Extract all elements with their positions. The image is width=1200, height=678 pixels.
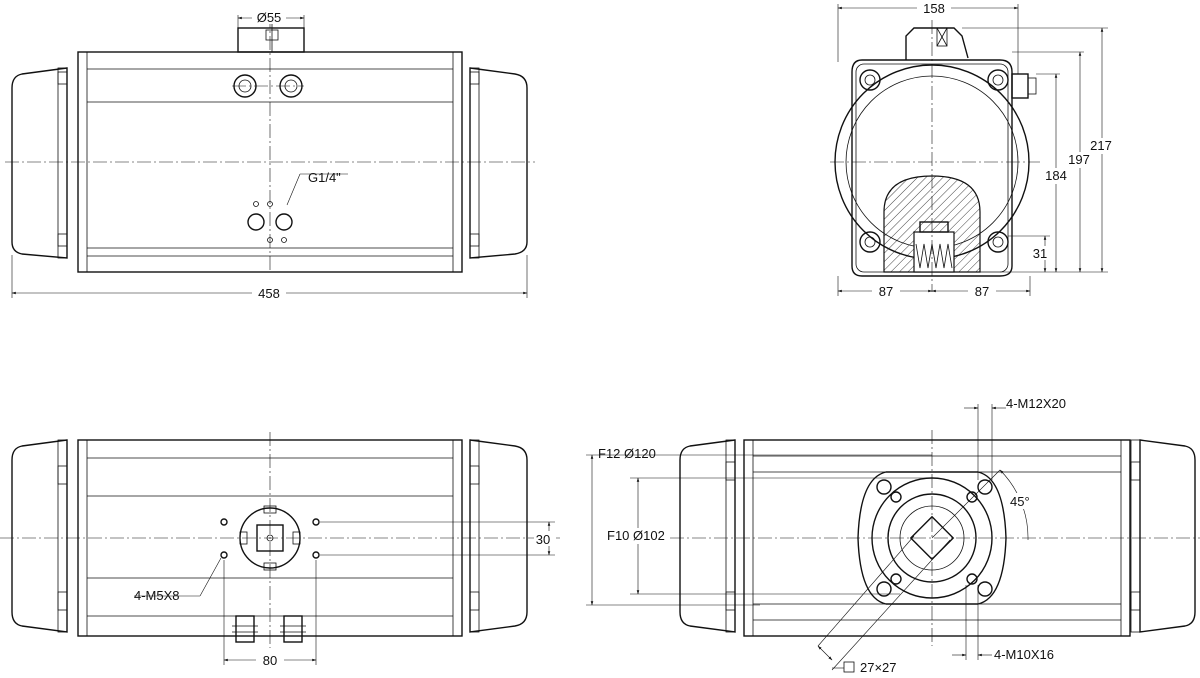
bottom-m10-hole-br: [966, 573, 978, 585]
front-view: 30 80 4-M5X8: [0, 432, 560, 668]
end-view: 158 217 197 184 31 87 87: [830, 0, 1116, 299]
end-side-port: [1011, 73, 1029, 99]
bottom-m10-hole-bl: [890, 573, 902, 585]
end-housing: [851, 59, 1013, 277]
dim-left-87: 87: [879, 284, 893, 299]
left-cap-flange: [57, 67, 68, 259]
port-thread-label: G1/4": [308, 170, 341, 185]
bottom-view: F12 Ø120 F10 Ø102 4-M12X20 4-M10X16 45° …: [586, 396, 1200, 675]
dim-f12: F12 Ø120: [598, 446, 656, 461]
bottom-m12-hole-tr: [977, 479, 993, 495]
front-right-end-cap: [469, 439, 528, 633]
end-bolt-br: [987, 231, 1009, 253]
port-hole-left: [247, 213, 265, 231]
port-hole-right: [275, 213, 293, 231]
bottom-m10-hole-tr: [966, 491, 978, 503]
left-cap-bolt-top: [57, 71, 68, 85]
end-bolt-bl: [859, 231, 881, 253]
bottom-m10-hole-tl: [890, 491, 902, 503]
end-bolt-tl: [859, 69, 881, 91]
front-left-end-cap: [11, 439, 68, 633]
thread-m10-label: 4-M10X16: [994, 647, 1054, 662]
bottom-m12-hole-tl: [876, 479, 892, 495]
right-cap-bolt-top: [469, 71, 480, 85]
front-fitting-left: [235, 615, 255, 643]
thread-m5-label: 4-M5X8: [134, 588, 180, 603]
dim-80: 80: [263, 653, 277, 668]
dim-31: 31: [1033, 246, 1047, 261]
end-bolt-tr: [987, 69, 1009, 91]
front-m5-hole-tr: [312, 518, 320, 526]
end-shaft-head: [905, 27, 969, 60]
square-symbol-icon: [843, 661, 855, 673]
front-m5-hole-bl: [220, 551, 228, 559]
left-end-cap: [11, 67, 68, 259]
front-m5-hole-br: [312, 551, 320, 559]
bottom-m12-hole-bl: [876, 581, 892, 597]
right-cap-bolt-bottom: [469, 233, 480, 247]
dim-shaft-diameter: Ø55: [257, 10, 282, 25]
dim-overall-length: 458: [258, 286, 280, 301]
bottom-flange-f10: [887, 493, 977, 583]
dim-right-87: 87: [975, 284, 989, 299]
dim-30: 30: [536, 532, 550, 547]
front-fitting-right: [283, 615, 303, 643]
angle-45-label: 45°: [1010, 494, 1030, 509]
bottom-left-end-cap: [679, 439, 736, 633]
top-view: Ø55 458 G1/4": [5, 8, 535, 301]
right-cap-flange: [469, 67, 480, 259]
dim-217: 217: [1090, 138, 1112, 153]
dim-197: 197: [1068, 152, 1090, 167]
front-m5-hole-tl: [220, 518, 228, 526]
bottom-m12-hole-br: [977, 581, 993, 597]
left-cap-bolt-bottom: [57, 233, 68, 247]
dim-184: 184: [1045, 168, 1067, 183]
thread-m12-label: 4-M12X20: [1006, 396, 1066, 411]
shaft-head: [237, 27, 305, 53]
bottom-right-end-cap: [1139, 439, 1196, 633]
right-end-cap: [469, 67, 528, 259]
dim-f10: F10 Ø102: [607, 528, 665, 543]
dim-end-width: 158: [923, 1, 945, 16]
square-size-label: 27×27: [860, 660, 897, 675]
